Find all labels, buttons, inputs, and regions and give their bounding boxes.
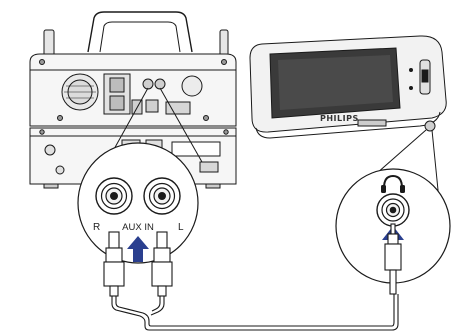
aux-in-detail: R L AUX IN xyxy=(77,142,199,264)
rca-jack-right xyxy=(95,177,133,215)
rca-jack-left xyxy=(143,177,181,215)
audio-cable xyxy=(111,294,399,331)
insert-arrow-icon xyxy=(127,236,149,262)
portable-player: PHILIPS xyxy=(249,35,447,139)
right-channel-label: R xyxy=(93,222,100,233)
brand-logo-text: PHILIPS xyxy=(320,114,359,123)
headphone-icon xyxy=(381,174,405,193)
aux-in-label: AUX IN xyxy=(122,222,154,233)
mini-jack-plug xyxy=(384,223,402,295)
rca-plug-left xyxy=(151,231,173,297)
left-channel-label: L xyxy=(178,222,184,233)
headphone-jack-detail xyxy=(335,168,451,284)
rca-plug-right xyxy=(103,231,125,297)
headphone-jack xyxy=(376,193,410,227)
